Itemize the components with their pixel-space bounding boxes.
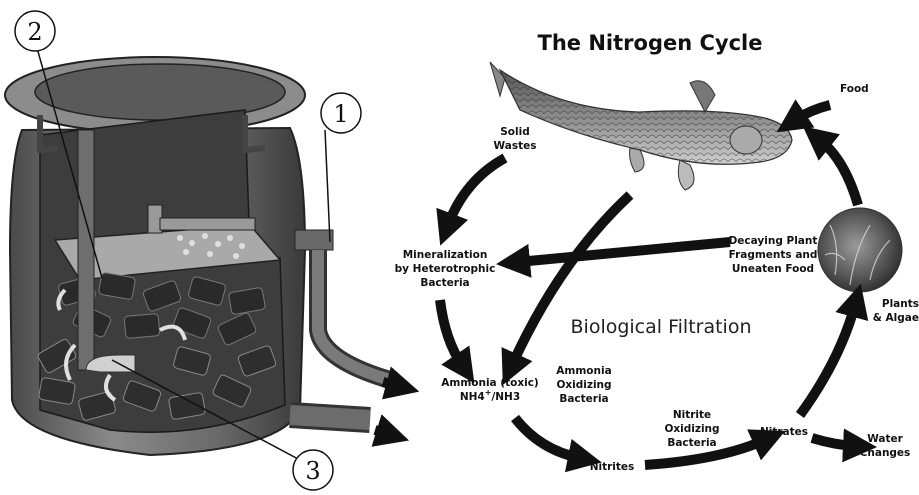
node-nitrite-oxidizing: Nitrite Oxidizing Bacteria [664,409,719,449]
node-water-changes: Water Changes [860,433,911,459]
node-nitrites: Nitrites [590,461,635,473]
arrow-nitrates-to-water-changes [812,438,855,446]
node-solid-wastes: Solid Wastes [494,126,537,152]
svg-text:Solid: Solid [500,126,530,138]
svg-text:Water: Water [867,433,903,445]
koi-fish-image [490,62,792,190]
arrow-nitrates-to-plants [800,305,855,415]
node-ammonia: Ammonia (toxic) NH4+/NH3 [441,377,538,403]
svg-text:NH4+/NH3: NH4+/NH3 [460,388,520,403]
svg-text:Wastes: Wastes [494,140,537,152]
arrow-plants-to-food [820,140,858,205]
node-ammonia-oxidizing: Ammonia Oxidizing Bacteria [556,365,611,405]
center-label: Biological Filtration [571,316,752,338]
node-mineralization: Mineralization by Heterotrophic Bacteria [395,249,496,289]
svg-text:& Algae: & Algae [873,312,919,324]
svg-text:Decaying Plant: Decaying Plant [729,235,818,247]
arrow-decaying-to-mineralization [518,242,730,262]
callout-3: 3 [293,450,333,490]
svg-text:1: 1 [333,100,348,128]
plants-algae-image [818,208,902,292]
arrow-fish-to-ammonia [512,195,630,365]
svg-text:Uneaten Food: Uneaten Food [732,263,814,275]
node-nitrates: Nitrates [760,426,808,438]
svg-text:Bacteria: Bacteria [559,393,608,405]
svg-text:Ammonia: Ammonia [556,365,611,377]
callout-1: 1 [321,93,361,133]
svg-text:Plants: Plants [882,298,919,310]
arrow-ammonia-to-nitrites [515,418,580,458]
svg-text:Fragments and: Fragments and [729,249,818,261]
svg-text:Oxidizing: Oxidizing [556,379,611,391]
svg-text:2: 2 [27,18,42,46]
svg-text:by Heterotrophic: by Heterotrophic [395,263,496,275]
cycle-arrows [440,105,858,465]
svg-text:Nitrite: Nitrite [673,409,711,421]
arrow-food-to-fish [795,105,830,120]
node-plants-algae: Plants & Algae [873,298,919,324]
svg-text:Food: Food [840,83,869,95]
svg-text:3: 3 [305,457,320,485]
node-decaying-plant: Decaying Plant Fragments and Uneaten Foo… [729,235,818,275]
svg-text:Oxidizing: Oxidizing [664,423,719,435]
svg-text:Bacteria: Bacteria [420,277,469,289]
arrow-solid-to-mineralization [448,158,505,225]
arrow-mineralization-to-ammonia [440,300,462,365]
svg-text:Bacteria: Bacteria [667,437,716,449]
callout-2: 2 [15,11,55,51]
svg-text:Changes: Changes [860,447,911,459]
node-food: Food [840,83,869,95]
svg-text:Mineralization: Mineralization [403,249,488,261]
diagram-title: The Nitrogen Cycle [538,31,763,55]
